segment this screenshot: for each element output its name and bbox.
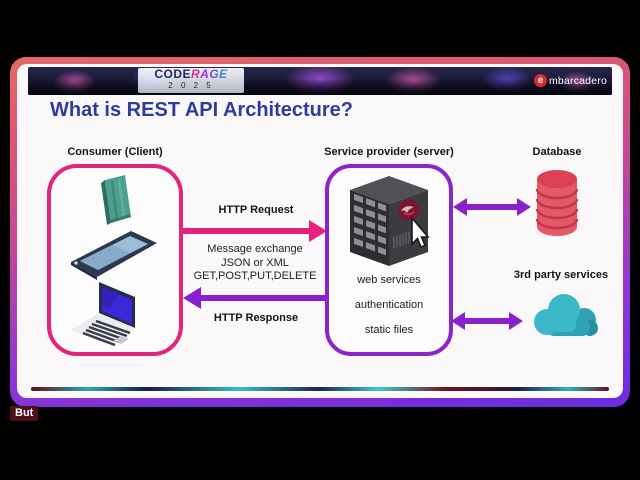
red-emblem-badge-icon (398, 199, 420, 221)
page-title: What is REST API Architecture? (50, 99, 354, 121)
slide-gradient-frame: CODERAGE 2 0 2 5 e mbarcadero What is RE… (10, 57, 630, 407)
http-request-label: HTTP Request (218, 204, 294, 216)
laptop-icon (71, 282, 135, 347)
mouse-cursor-icon (411, 215, 430, 249)
service-provider-box: web services authentication static files (325, 164, 453, 356)
database-label: Database (532, 146, 582, 158)
http-response-label: HTTP Response (213, 312, 299, 324)
client-label: Consumer (Client) (67, 146, 163, 158)
slide: CODERAGE 2 0 2 5 e mbarcadero What is RE… (17, 64, 623, 398)
third-party-label: 3rd party services (513, 269, 609, 281)
http-request-arrow (183, 220, 327, 242)
server-item: authentication (354, 299, 424, 311)
coderage-year: 2 0 2 5 (168, 81, 214, 90)
embarcadero-logo: e mbarcadero (533, 74, 607, 87)
subtitle-caption: But (10, 406, 39, 421)
server-tower-icon (350, 176, 430, 266)
slide-footer-strip (31, 387, 609, 391)
embarcadero-logo-text: mbarcadero (548, 74, 607, 87)
server-label: Service provider (server) (324, 146, 454, 158)
server-item: web services (357, 274, 421, 286)
coderage-logo: CODERAGE 2 0 2 5 (138, 68, 244, 93)
server-item: static files (364, 324, 414, 336)
cloud-icon (534, 294, 598, 336)
server-thirdparty-arrow (451, 312, 523, 330)
smartphone-icon (101, 175, 131, 225)
http-response-arrow (183, 287, 327, 309)
coderage-logo-text: CODERAGE (154, 67, 228, 81)
consumer-client-box (47, 164, 183, 356)
tablet-icon (71, 231, 157, 280)
conference-banner: CODERAGE 2 0 2 5 e mbarcadero (28, 67, 612, 95)
server-database-arrow (453, 198, 531, 216)
embarcadero-e-icon: e (533, 74, 547, 87)
database-cylinder-icon (535, 170, 579, 236)
message-exchange-text: Message exchange JSON or XML GET,POST,PU… (193, 243, 317, 282)
